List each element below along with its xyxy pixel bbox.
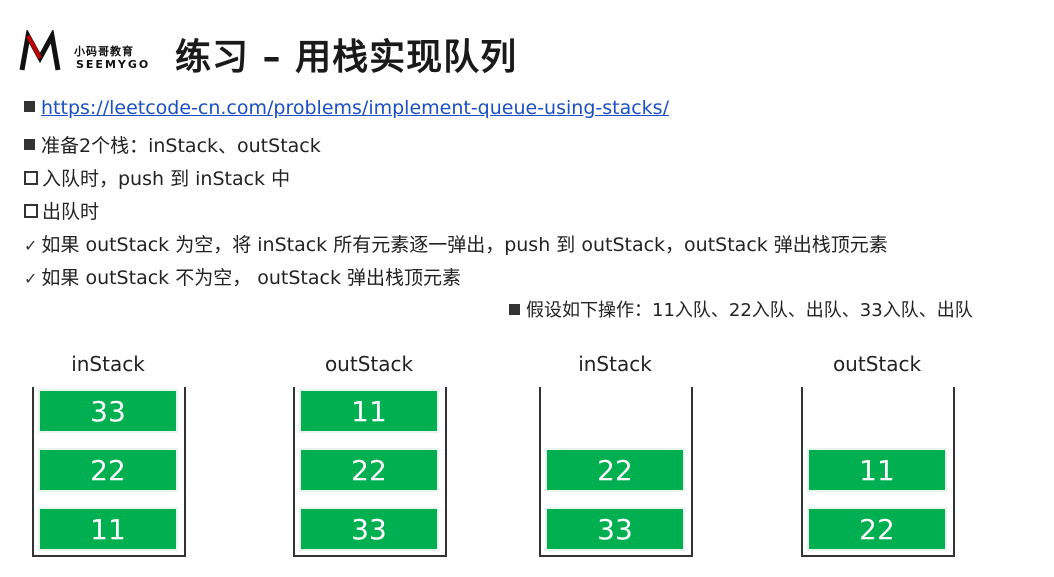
bullet-text: 出队时 (42, 201, 100, 223)
stack-container: 11 22 33 (293, 387, 447, 557)
check-icon: ✓ (24, 236, 38, 255)
assumption-line: 假设如下操作：11入队、22入队、出队、33入队、出队 (509, 296, 973, 322)
stack-label: inStack (578, 352, 652, 376)
stack-cell: 22 (299, 448, 439, 492)
bullet-nonempty-case: ✓如果 outStack 不为空， outStack 弹出栈顶元素 (24, 263, 461, 290)
stack-container: 22 33 (539, 387, 693, 557)
stack-label: inStack (71, 352, 145, 376)
check-icon: ✓ (24, 269, 38, 288)
bullet-text: 入队时，push 到 inStack 中 (42, 168, 291, 190)
stack-cell: 11 (807, 448, 947, 492)
stack-cell: 11 (299, 389, 439, 433)
stack-cell: 33 (38, 389, 178, 433)
leetcode-link[interactable]: https://leetcode-cn.com/problems/impleme… (41, 97, 669, 119)
logo-en-text: SEEMYGO (76, 58, 151, 71)
stack-cell: 33 (545, 507, 685, 551)
stack-label: outStack (324, 352, 414, 376)
square-bullet-icon (509, 303, 520, 315)
logo: 小码哥教育 SEEMYGO (18, 30, 158, 74)
stack-label: outStack (832, 352, 922, 376)
bullet-text: 如果 outStack 为空，将 inStack 所有元素逐一弹出，push 到… (41, 234, 888, 256)
hollow-square-bullet-icon (24, 203, 38, 218)
bullet-dequeue: 出队时 (24, 197, 99, 224)
seemygo-logo-icon (19, 30, 61, 71)
square-bullet-icon (24, 101, 35, 112)
assumption-text: 假设如下操作：11入队、22入队、出队、33入队、出队 (526, 300, 973, 321)
bullet-empty-case: ✓如果 outStack 为空，将 inStack 所有元素逐一弹出，push … (24, 230, 888, 257)
stack-container: 33 22 11 (32, 387, 186, 557)
stack-cell: 22 (807, 507, 947, 551)
hollow-square-bullet-icon (24, 170, 38, 185)
bullet-text: 准备2个栈：inStack、outStack (41, 135, 321, 157)
square-bullet-icon (24, 139, 35, 150)
bullet-prepare: 准备2个栈：inStack、outStack (24, 131, 321, 158)
stack-cell: 33 (299, 507, 439, 551)
bullet-text: 如果 outStack 不为空， outStack 弹出栈顶元素 (41, 267, 462, 289)
bullet-enqueue: 入队时，push 到 inStack 中 (24, 164, 290, 191)
stack-container: 11 22 (801, 387, 955, 557)
stack-cell: 22 (545, 448, 685, 492)
bullet-link: https://leetcode-cn.com/problems/impleme… (24, 97, 669, 119)
page-title: 练习 – 用栈实现队列 (175, 37, 518, 78)
logo-cn-text: 小码哥教育 (74, 45, 134, 58)
stack-cell: 22 (38, 448, 178, 492)
stack-cell: 11 (38, 507, 178, 551)
